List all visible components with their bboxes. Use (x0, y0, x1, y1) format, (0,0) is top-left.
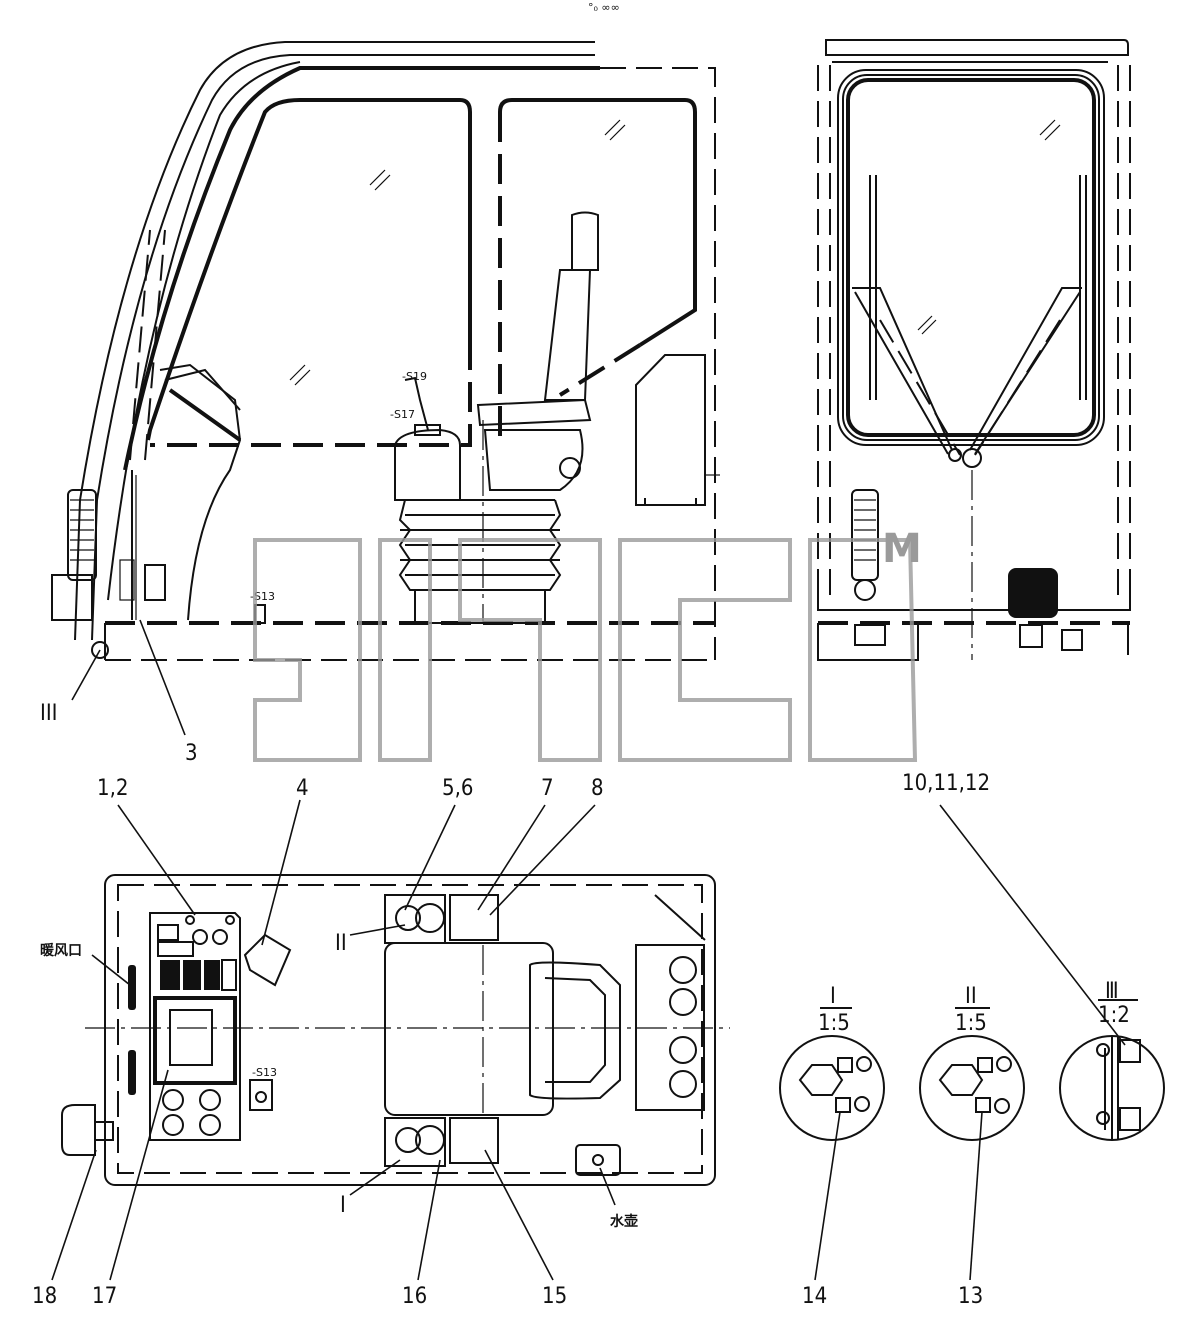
callout-15: 15 (542, 1284, 567, 1309)
watermark-logo (253, 538, 918, 762)
side-view: -S19 -S17 -S13 III 3 (40, 41, 720, 766)
detail-ii-scale: 1:5 (955, 1011, 987, 1036)
callout-14: 14 (802, 1284, 827, 1309)
detail-i-roman: I (830, 984, 836, 1009)
side-s19-label: -S19 (402, 370, 427, 383)
callout-4: 4 (296, 776, 309, 801)
callout-8: 8 (591, 776, 604, 801)
callout-3: 3 (185, 741, 198, 766)
detail-ii: II 1:5 13 (919, 984, 1025, 1309)
label-kettle: 水壶 (610, 1213, 638, 1230)
watermark-trademark: M (882, 526, 922, 572)
plan-s13-label: -S13 (252, 1066, 277, 1079)
plan-view: -S13 1,2 4 5,6 7 8 10,11,12 II I 暖风口 水壶 … (32, 771, 1126, 1309)
callout-1-2: 1,2 (97, 776, 128, 801)
callout-iii: III (40, 701, 58, 726)
callout-16: 16 (402, 1284, 427, 1309)
callout-10-11-12: 10,11,12 (902, 771, 990, 796)
detail-iii: Ⅲ 1:2 (1059, 979, 1165, 1141)
label-ii: II (335, 931, 347, 956)
top-mark: °₀ ∞∞ (588, 1, 620, 14)
label-i: I (340, 1193, 346, 1218)
label-warm-air-vent: 暖风口 (40, 942, 82, 959)
detail-iii-scale: 1:2 (1098, 1003, 1130, 1028)
callout-5-6: 5,6 (442, 776, 473, 801)
detail-ii-roman: II (965, 984, 977, 1009)
callout-17: 17 (92, 1284, 117, 1309)
callout-7: 7 (541, 776, 554, 801)
callout-13: 13 (958, 1284, 983, 1309)
rear-view: M (817, 39, 1131, 661)
side-s17-label: -S17 (390, 408, 415, 421)
callout-18: 18 (32, 1284, 57, 1309)
detail-iii-roman: Ⅲ (1105, 979, 1119, 1004)
detail-i-scale: 1:5 (818, 1011, 850, 1036)
detail-i: I 1:5 14 (779, 984, 885, 1309)
